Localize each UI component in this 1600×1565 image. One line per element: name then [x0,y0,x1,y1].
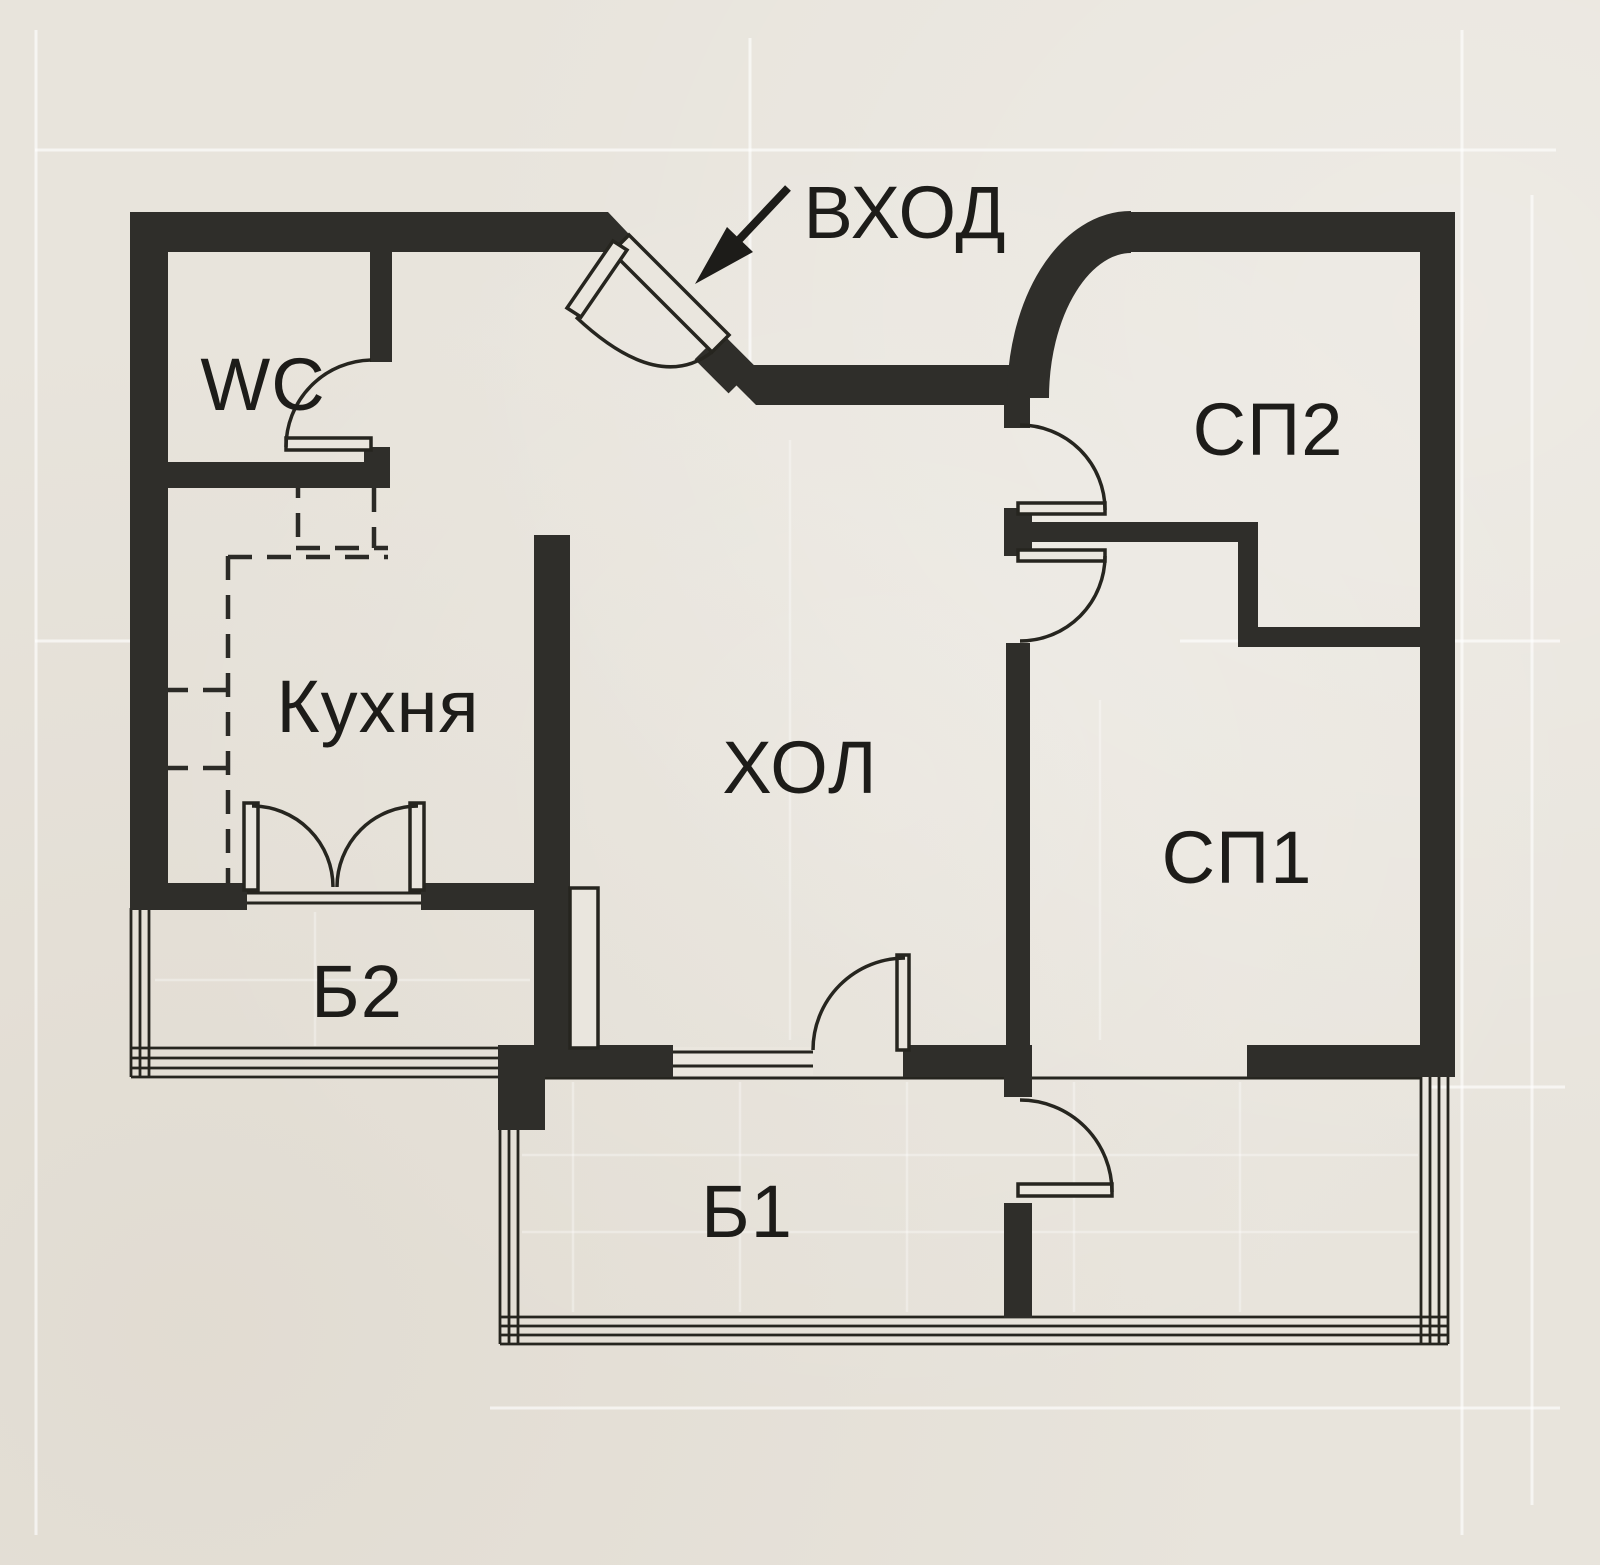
balcony1-floor-grid [522,1082,1418,1312]
wall-wc-bottom [162,462,390,488]
hall-balcony1-door-arc [811,956,906,1051]
wall-wc-right [370,252,392,362]
label-entrance: ВХОД [803,171,1006,254]
wall-kitchen-bottom-left [130,883,247,910]
wall-top-left [130,212,646,252]
sp1-door [1016,548,1107,643]
wall-curved-sp2 [1007,211,1132,399]
sp1-door-arc [1019,555,1107,643]
hall-balcony1-door-leaf [895,953,911,1052]
entrance-door [564,232,732,369]
wall-sp2-sp1-partition-c [1238,627,1420,647]
hall-balcony1-door [811,953,911,1052]
balcony1-partition-door [1016,1098,1114,1198]
wall-balcony1-partition [1004,1203,1032,1318]
label-bedroom1: СП1 [1162,816,1313,899]
doors [242,232,1114,1198]
wall-stub-above-sp2-door [1004,405,1030,428]
entrance-door-leaf-open [564,238,630,320]
balcony1-door-arc [1019,1098,1114,1193]
label-balcony1: Б1 [701,1170,793,1253]
sp1-door-leaf [1016,548,1107,563]
french-door-right-leaf [408,801,426,892]
label-wc: WC [200,343,325,426]
wc-door-leaf [284,436,373,452]
duct-outline [568,886,600,1050]
wall-hall-kitchen-partition [534,535,570,1075]
french-door-left-leaf [242,801,260,892]
entrance-door-leaf-closed [609,232,732,355]
wall-sp1-bottom-jamb [1004,1045,1032,1097]
hall-window [673,1047,813,1075]
balcony2-threshold [247,891,421,905]
french-door-right-arc [335,804,419,888]
balcony1-door-leaf [1016,1182,1114,1198]
wc-door-arc [284,358,372,448]
windows [247,891,813,1075]
kitchen-french-doors [242,801,426,892]
french-door-left-arc [251,804,335,888]
wall-left-outer [130,212,168,908]
wall-sp2-sp1-partition-b [1238,522,1258,647]
balcony2-floor-grid [155,912,530,1046]
wall-sp1-bottom-right [1247,1045,1423,1077]
label-balcony2: Б2 [311,950,403,1033]
label-kitchen: Кухня [276,665,479,748]
sp2-door-arc [1019,423,1107,511]
entrance-arrow-icon [695,185,791,284]
label-bedroom2: СП2 [1193,388,1344,471]
walls [130,211,1455,1318]
wall-right-outer [1420,212,1455,1077]
wall-top-right [1125,212,1455,252]
label-hall: ХОЛ [722,726,877,809]
wall-vestibule-south [716,365,1030,405]
wall-wc-door-jamb [364,447,390,488]
wall-hall-bottom-right [903,1045,1007,1077]
wc-door [284,358,373,452]
wall-hall-sp1-partition [1006,643,1030,1050]
balcony1-railing [498,1076,1450,1346]
entrance-door-arc [574,315,714,369]
wall-sp2-sp1-partition-a [1014,522,1258,542]
balcony2-railing [129,908,498,1079]
sp2-door [1016,423,1107,516]
room-labels: ВХОД WC СП2 Кухня ХОЛ СП1 Б2 Б1 [200,171,1344,1253]
sp2-door-leaf [1016,501,1107,516]
wall-balcony2-corner-block [498,1045,545,1130]
